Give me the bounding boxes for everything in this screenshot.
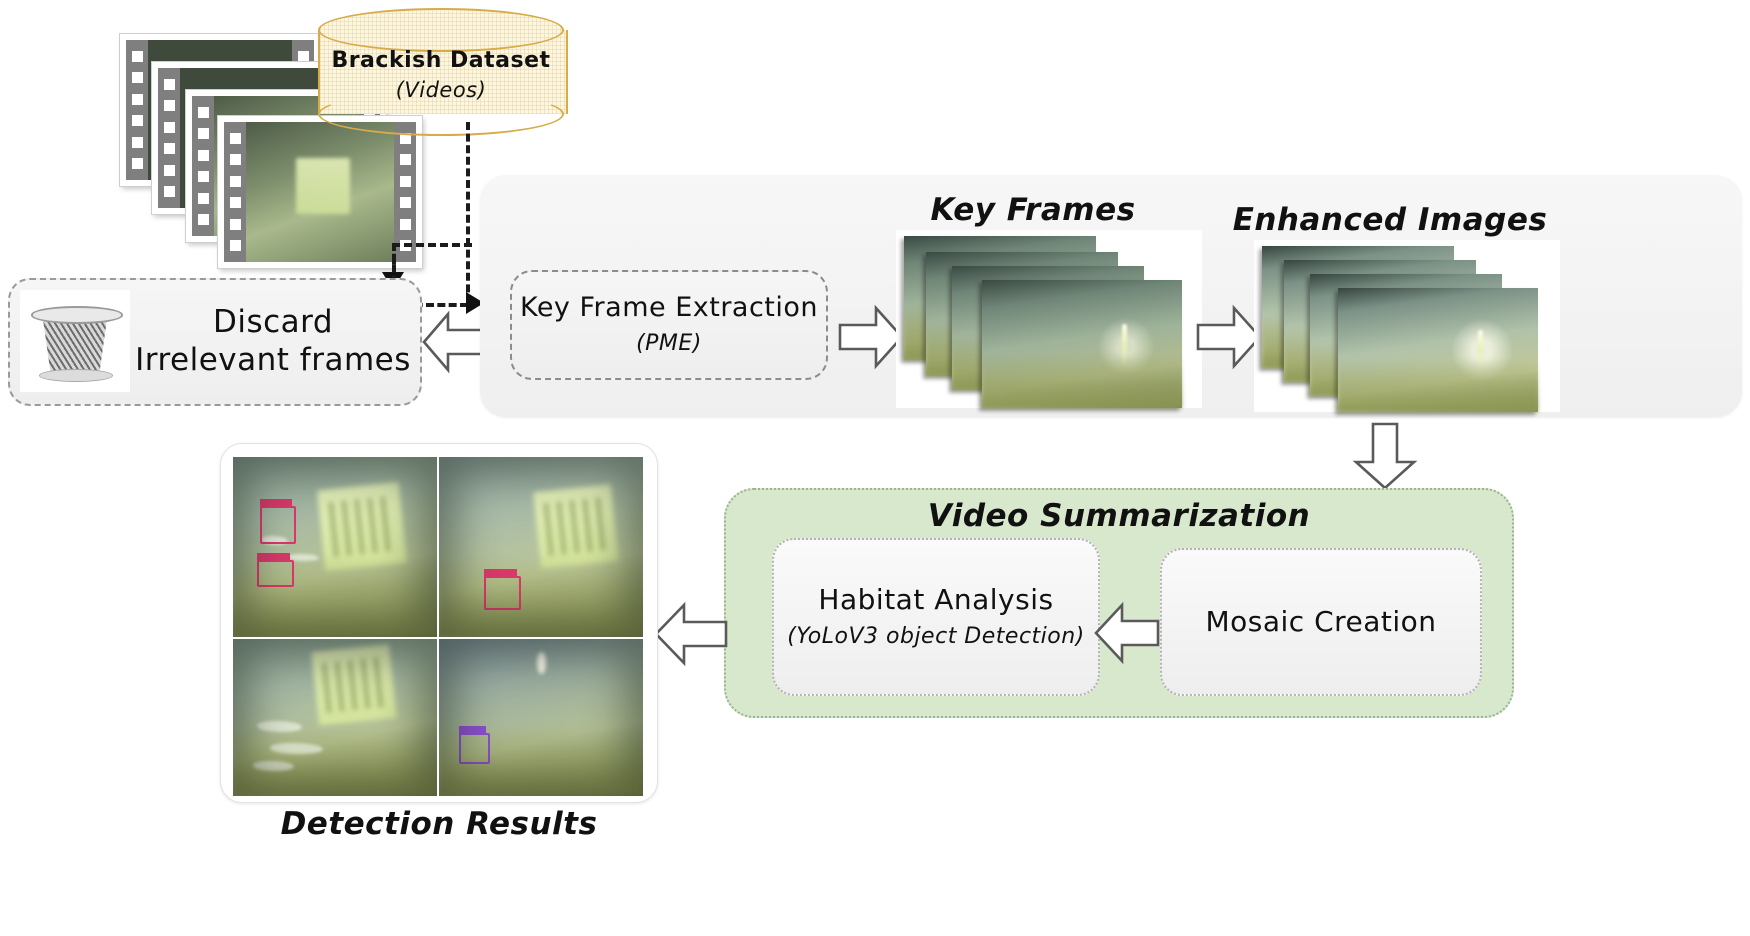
arrow-left-mosaic-to-habitat-icon <box>1094 598 1160 668</box>
sprocket-strip-left <box>224 122 246 262</box>
habitat-analysis-title: Habitat Analysis <box>818 583 1054 617</box>
detection-result-tile[interactable] <box>439 457 643 637</box>
film-frame <box>218 116 422 268</box>
dataset-name: Brackish Dataset <box>331 48 551 73</box>
cylinder-top-ellipse <box>318 8 564 52</box>
detection-result-tile[interactable] <box>233 457 437 637</box>
arrow-down-enhanced-to-summarization-icon <box>1348 422 1422 490</box>
detection-result-tile[interactable] <box>233 639 437 796</box>
dashed-line-branch-left <box>392 243 472 247</box>
sprocket-strip-right <box>394 122 416 262</box>
arrow-right-extraction-to-keyframes-icon <box>838 300 904 374</box>
sprocket-strip-left <box>192 96 214 236</box>
mosaic-creation-box[interactable]: Mosaic Creation <box>1160 548 1482 696</box>
habitat-analysis-box[interactable]: Habitat Analysis (YoLoV3 object Detectio… <box>772 538 1100 696</box>
enhanced-images-stack <box>1254 240 1560 412</box>
key-frames-label: Key Frames <box>930 192 1136 228</box>
discard-label-group: Discard Irrelevant frames <box>134 292 412 392</box>
detection-bounding-box <box>459 726 490 764</box>
enhanced-images-label: Enhanced Images <box>1232 202 1548 238</box>
sprocket-strip-left <box>158 68 180 208</box>
detection-results-caption: Detection Results <box>280 806 598 842</box>
dashed-line-extraction-drop <box>392 243 396 305</box>
detection-result-tile[interactable] <box>439 639 643 796</box>
key-frame-image <box>982 280 1182 408</box>
dashed-line-dataset-trunk <box>466 122 470 304</box>
film-frame-image <box>246 122 394 262</box>
detection-bounding-box <box>483 568 521 611</box>
mosaic-creation-title: Mosaic Creation <box>1205 604 1437 638</box>
dataset-subtitle: (Videos) <box>395 77 487 102</box>
discard-label-line2: Irrelevant frames <box>135 342 411 378</box>
cylinder-bottom-ellipse <box>318 92 564 136</box>
dashed-line-to-extraction <box>392 303 468 307</box>
key-frame-extraction-title: Key Frame Extraction <box>519 292 819 324</box>
detection-bounding-box <box>257 552 295 587</box>
arrow-right-keyframes-to-enhanced-icon <box>1196 300 1262 374</box>
arrowhead-to-extraction-icon <box>466 292 484 314</box>
key-frames-image-stack <box>896 230 1202 408</box>
brackish-dataset-cylinder: Brackish Dataset (Videos) <box>318 8 568 136</box>
detection-bounding-box <box>259 498 297 544</box>
discard-label-line1: Discard <box>212 304 334 341</box>
video-summarization-label: Video Summarization <box>927 498 1311 534</box>
key-frame-extraction-box[interactable]: Key Frame Extraction (PME) <box>510 270 828 380</box>
enhanced-image <box>1338 288 1538 412</box>
habitat-analysis-subtitle: (YoLoV3 object Detection) <box>787 624 1085 650</box>
sprocket-strip-left <box>126 40 148 180</box>
key-frame-extraction-subtitle: (PME) <box>636 331 702 357</box>
arrow-left-extraction-to-discard-icon <box>422 306 484 378</box>
arrow-left-habitat-to-results-icon <box>654 598 728 670</box>
trash-basket-icon <box>20 290 130 392</box>
